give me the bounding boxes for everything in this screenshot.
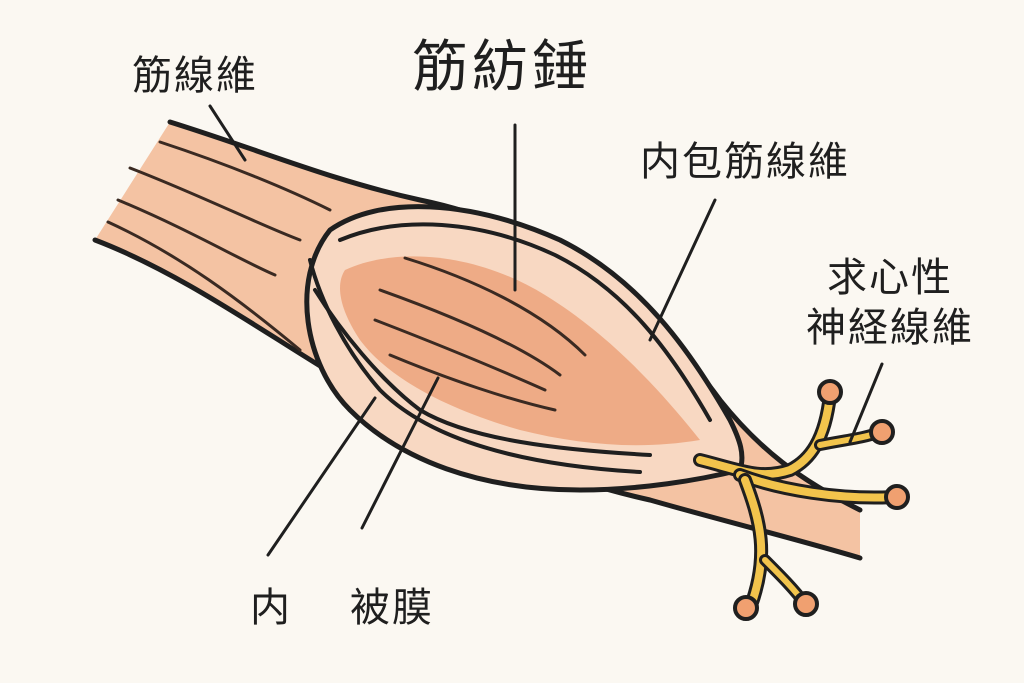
- striation: [116, 198, 277, 277]
- label-inner: 内: [250, 585, 290, 631]
- inner-fold-1: [313, 288, 652, 457]
- inner-fold-2: [308, 258, 642, 474]
- label-intrafusal-fiber: 内包筋線維: [640, 139, 850, 185]
- fiber-striations: [106, 140, 332, 352]
- leader-inner: [266, 396, 377, 557]
- nerve-ending: [793, 591, 819, 617]
- intrafusal-line: [378, 288, 562, 377]
- nerve-ending: [817, 379, 843, 405]
- diagram-title: 筋紡錘: [412, 35, 592, 100]
- nerve-ending: [884, 484, 910, 510]
- nerve-down: [741, 476, 766, 612]
- striation: [106, 220, 302, 352]
- intrafusal-line: [388, 353, 557, 412]
- label-capsule: 被膜: [350, 585, 434, 631]
- nerve-ending: [869, 419, 895, 445]
- leader-afferent: [848, 362, 884, 444]
- label-afferent-nerve: 求心性 神経線維: [806, 253, 974, 353]
- striation: [158, 140, 332, 212]
- label-afferent-line2: 神経線維: [806, 305, 974, 351]
- nerve-ending: [733, 595, 759, 621]
- leader-muscle-fiber: [208, 104, 247, 162]
- label-muscle-fiber: 筋線維: [132, 53, 258, 99]
- intrafusal-striations: [373, 256, 587, 412]
- nerve-lower: [736, 471, 899, 502]
- nerve-endings: [733, 379, 910, 621]
- leader-lines: [208, 104, 884, 557]
- striation: [128, 166, 302, 242]
- label-afferent-line1: 求心性: [827, 255, 953, 301]
- intrafusal-line: [403, 256, 587, 357]
- leader-capsule: [360, 376, 440, 530]
- leader-intrafusal: [648, 198, 717, 342]
- nerve-main: [696, 391, 834, 479]
- intrafusal-line: [373, 318, 547, 392]
- capsule-inner-line: [338, 222, 712, 422]
